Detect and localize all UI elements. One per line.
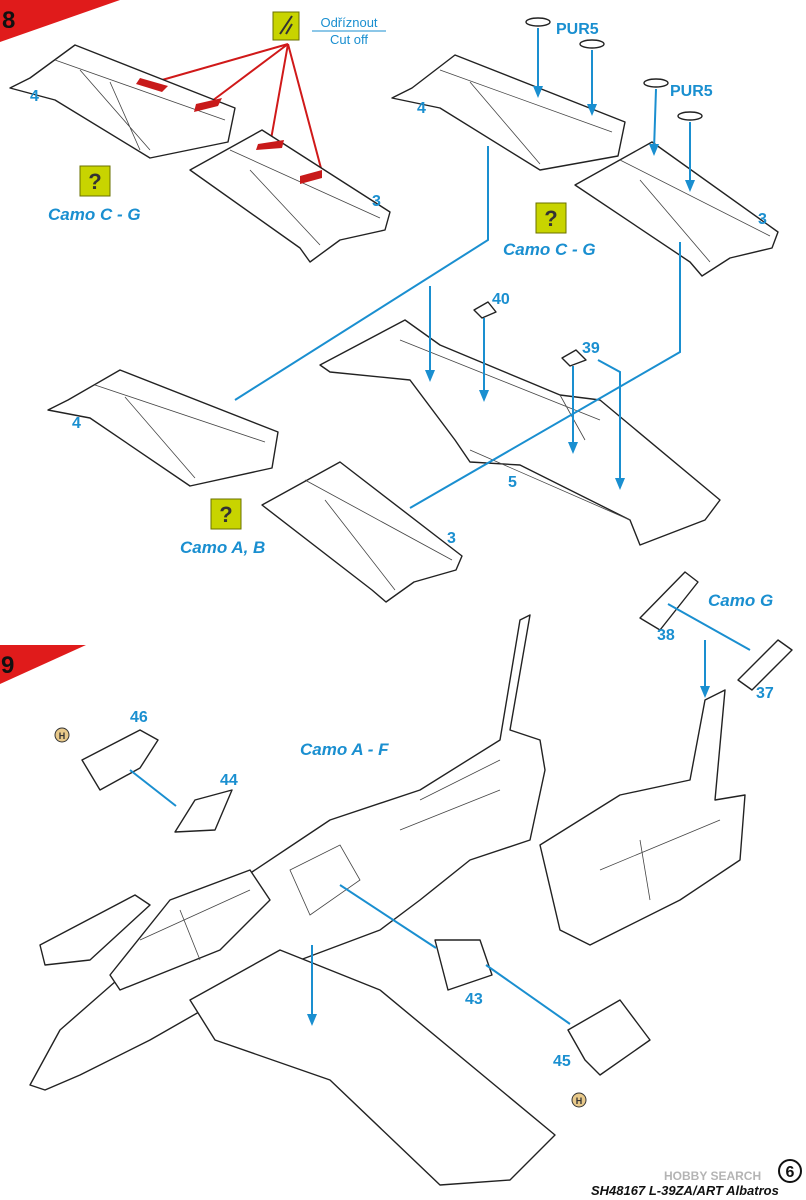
- pur5-label-1: PUR5: [556, 21, 599, 38]
- main-wing: [189, 949, 556, 1186]
- wing-left-4-a: [9, 44, 236, 159]
- tail-part-arrows: [667, 603, 751, 692]
- footer: 6 HOBBY SEARCH SH48167 L-39ZA/ART Albatr…: [591, 1159, 802, 1198]
- part-46-label: 46: [130, 709, 148, 726]
- part-46-arrow: [129, 769, 177, 807]
- assembly-lines: [234, 146, 681, 509]
- part-40: [473, 301, 497, 319]
- cut-mark-2: [194, 98, 222, 112]
- small-part-arrows: [483, 318, 574, 448]
- part-45: [567, 999, 651, 1076]
- wing-left-4-b-panel-lines: [439, 69, 613, 165]
- part-44-label: 44: [220, 772, 238, 789]
- part-38-label: 38: [657, 627, 675, 644]
- part-39: [561, 349, 587, 367]
- camo-label-5: Camo G: [708, 591, 773, 610]
- step-9-banner: [0, 645, 86, 684]
- part-4-label-b: 4: [417, 100, 426, 117]
- watermark: HOBBY SEARCH: [664, 1169, 761, 1183]
- product-code: SH48167 L-39ZA/ART Albatros: [591, 1183, 779, 1198]
- question-mark-2: ?: [544, 206, 557, 231]
- part-5-label: 5: [508, 474, 517, 491]
- part-43: [434, 939, 493, 991]
- pur5-part-3: [643, 78, 669, 88]
- step-8-banner: [0, 0, 120, 42]
- cut-off-label-en: Cut off: [330, 32, 368, 47]
- page-number: 6: [786, 1164, 795, 1181]
- step-9: 9 Camo A - F 38 37 Camo G 46 H 44 43 45: [0, 571, 793, 1186]
- info-icon-3: [210, 498, 242, 530]
- question-mark-3: ?: [219, 502, 232, 527]
- cut-off-label-cz: Odříznout: [320, 15, 377, 30]
- wing-right-3-a-panel-lines: [229, 149, 381, 246]
- info-icon-2: [535, 202, 567, 234]
- wing-right-3-a: [189, 129, 391, 263]
- tail-section: [539, 689, 746, 946]
- knife-icon: [279, 15, 293, 35]
- wing-left-4-c-panel-lines: [94, 384, 266, 479]
- cockpit-part-arrowhead: [307, 1014, 317, 1026]
- cut-off-lines: [161, 43, 323, 173]
- h-marker-1: [54, 727, 70, 743]
- part-37-label: 37: [756, 685, 774, 702]
- camo-label-2: Camo C - G: [503, 240, 596, 259]
- cut-mark-3: [256, 140, 284, 150]
- camo-label-3: Camo A, B: [180, 538, 265, 557]
- part-3-label-a: 3: [372, 193, 381, 210]
- pur5-arrows: [537, 28, 691, 186]
- question-mark-1: ?: [88, 169, 101, 194]
- part-46: [81, 729, 159, 791]
- h-marker-2: [571, 1092, 587, 1108]
- fuselage-detail-lines: [139, 759, 501, 961]
- h-marker-2-label: H: [576, 1096, 583, 1106]
- part-3-label-b: 3: [758, 211, 767, 228]
- tail-part-arrowhead: [700, 686, 710, 698]
- wing-left-4-b: [391, 54, 626, 171]
- part-40-label: 40: [492, 291, 510, 308]
- pur5-part-1: [525, 17, 551, 27]
- step-9-number: 9: [1, 652, 14, 679]
- pur5-part-2: [579, 39, 605, 49]
- part-37: [737, 639, 793, 691]
- part-4-label-a: 4: [30, 88, 39, 105]
- part-38: [639, 571, 699, 631]
- part-3-label-c: 3: [447, 530, 456, 547]
- part-39-label: 39: [582, 340, 600, 357]
- part-4-label-c: 4: [72, 415, 81, 432]
- tail-detail-lines: [599, 819, 721, 901]
- h-marker-1-label: H: [59, 731, 66, 741]
- horizontal-stabilizer: [39, 894, 151, 966]
- page-number-circle: [778, 1159, 802, 1183]
- pur5-part-4: [677, 111, 703, 121]
- part-43-label: 43: [465, 991, 483, 1008]
- camo-label-1: Camo C - G: [48, 205, 141, 224]
- wing-right-3-c-panel-lines: [304, 479, 453, 591]
- pur5-label-2: PUR5: [670, 83, 713, 100]
- canopy-opening: [109, 869, 271, 991]
- wing-right-3-b-panel-lines: [619, 159, 771, 263]
- step-8-number: 8: [2, 7, 15, 34]
- info-icon-1: [79, 165, 111, 197]
- wing-right-3-c: [261, 461, 463, 603]
- step-8: 8 Odříznout Cut off 4 3 ? Camo C - G 4 3: [0, 0, 779, 603]
- camo-label-4: Camo A - F: [300, 740, 389, 759]
- part-45-label: 45: [553, 1053, 571, 1070]
- cut-mark-4: [300, 170, 322, 184]
- wing-right-3-b: [574, 141, 779, 277]
- part-44: [174, 789, 233, 833]
- wing-left-4-c: [47, 369, 279, 487]
- cockpit-part-arrows: [311, 884, 571, 1025]
- cut-mark-1: [136, 78, 168, 92]
